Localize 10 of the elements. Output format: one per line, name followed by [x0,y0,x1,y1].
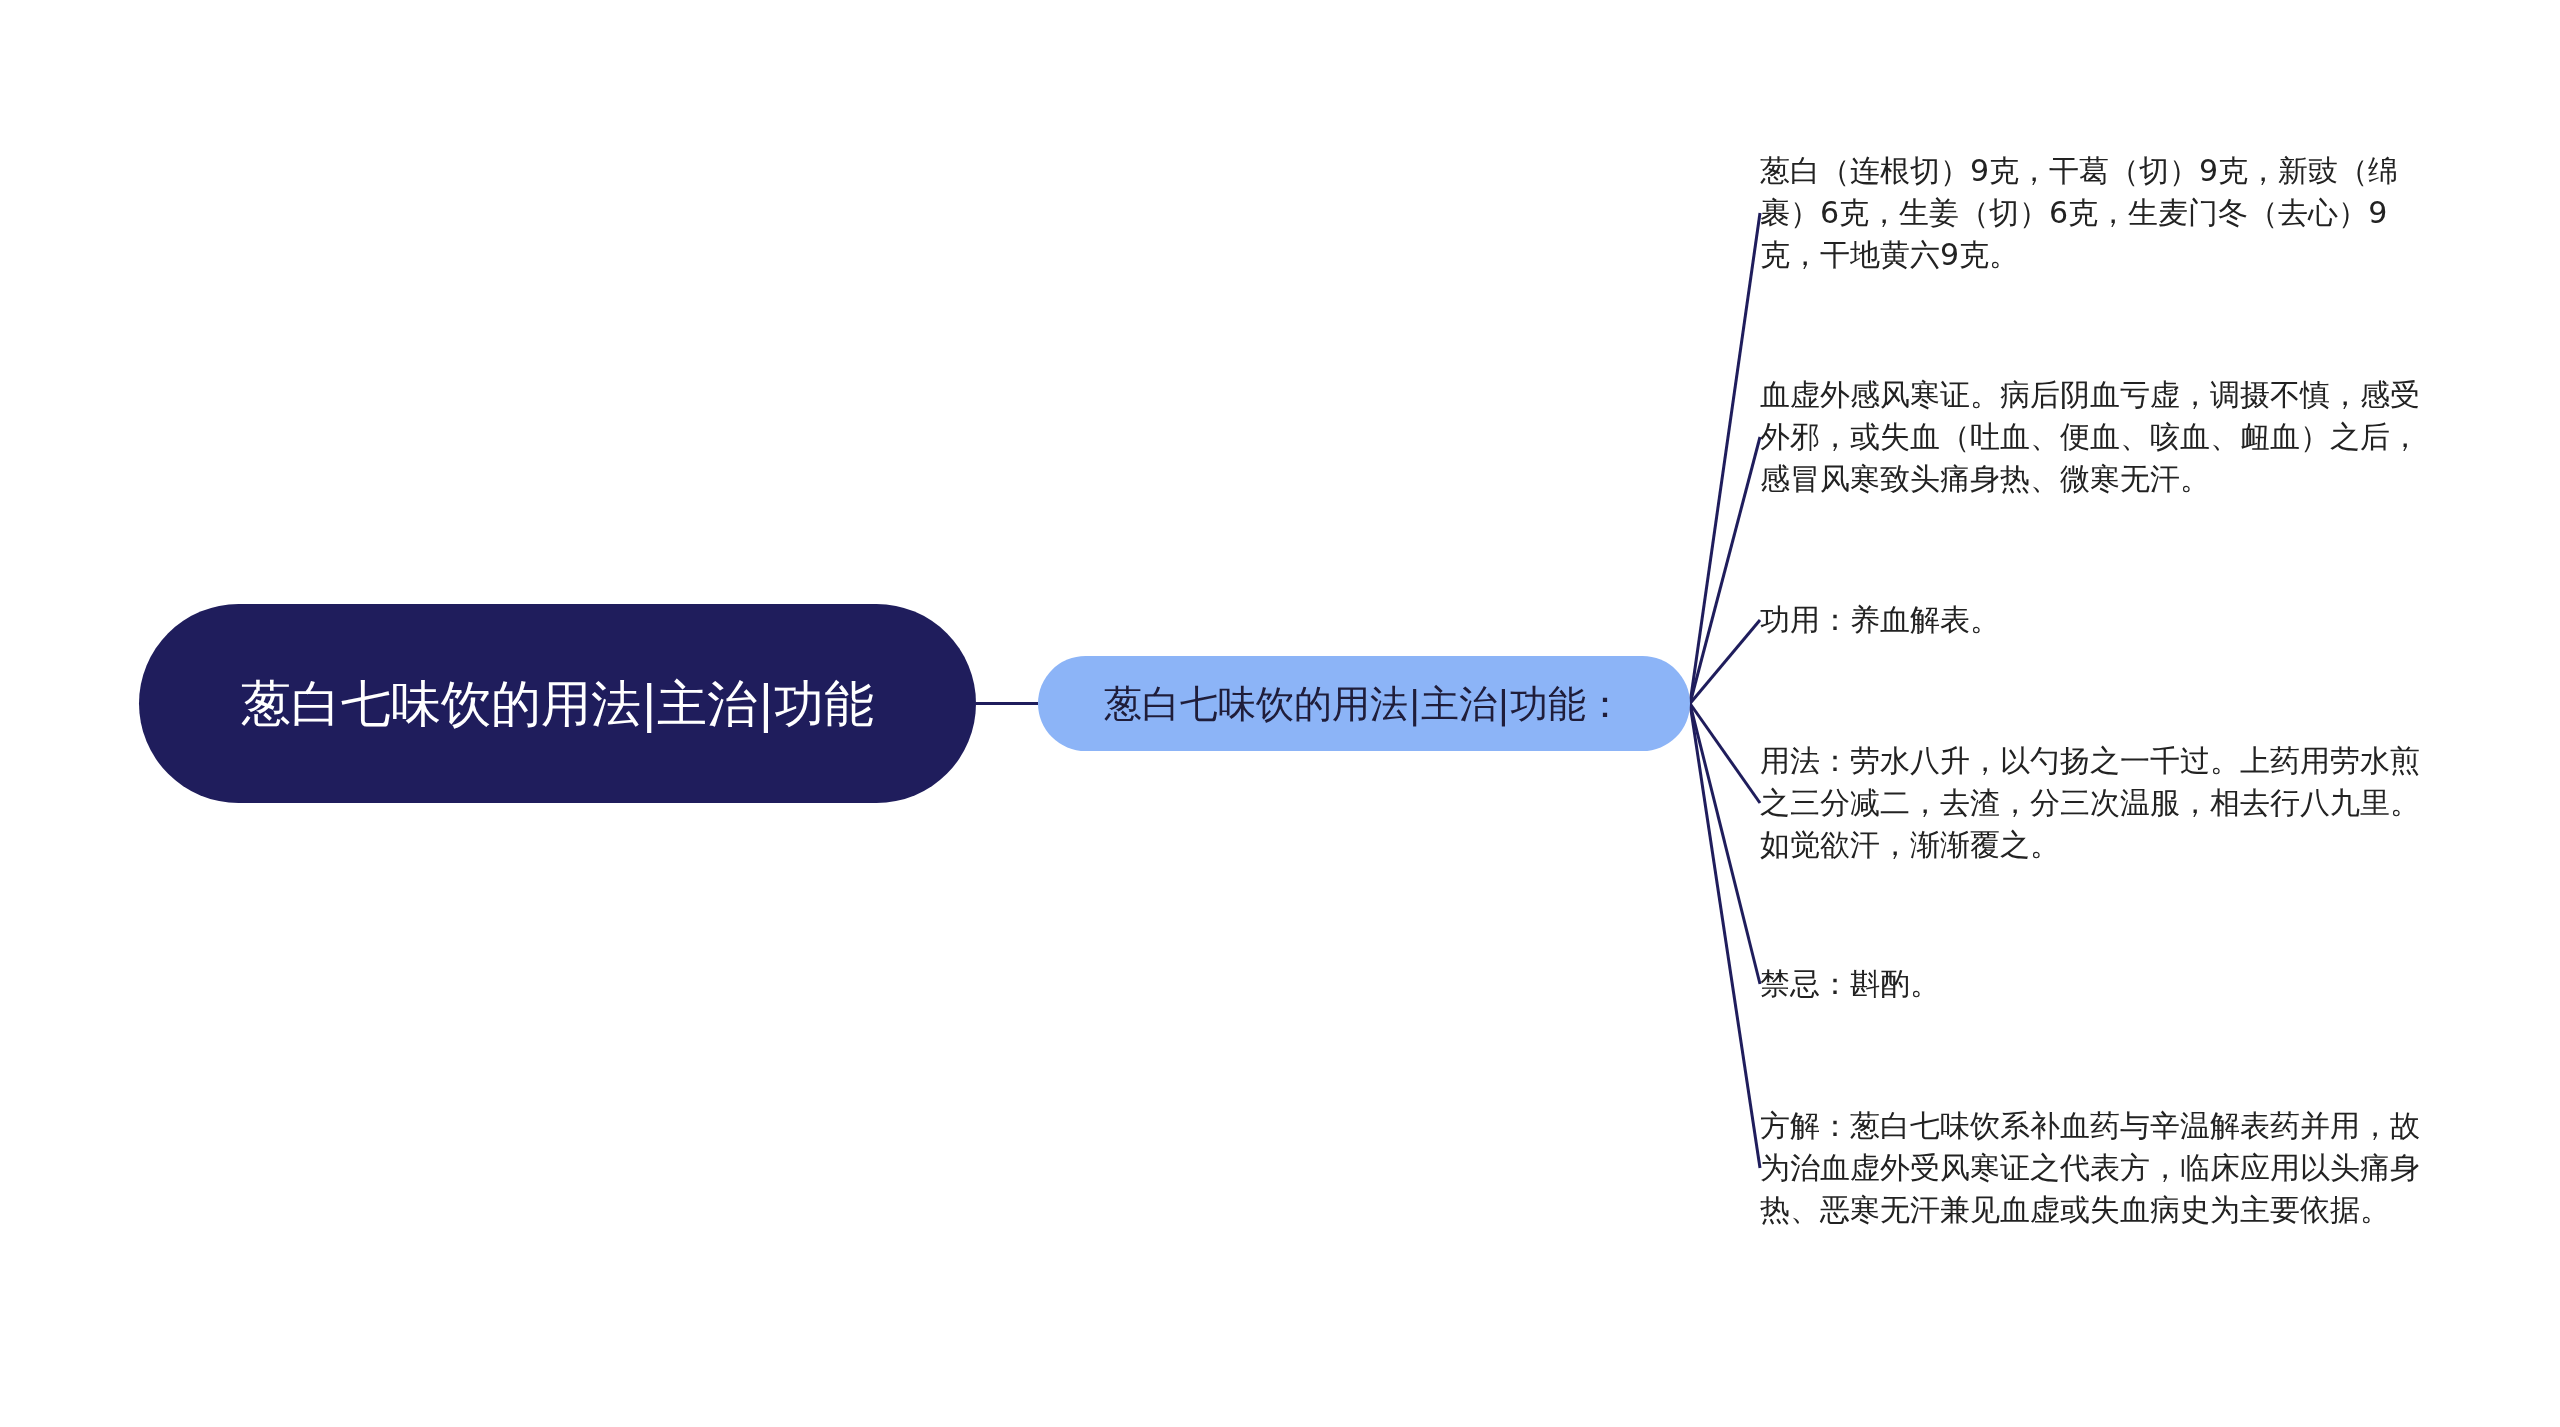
branch-text: 禁忌：斟酌。 [1760,963,2420,1005]
branch-text: 葱白（连根切）9克，干葛（切）9克，新豉（绵裹）6克，生姜（切）6克，生麦门冬（去心）9克，干地黄六9克。 [1760,150,2420,276]
branch-text: 方解：葱白七味饮系补血药与辛温解表药并用，故为治血虚外受风寒证之代表方，临床应用以头痛身热、恶寒无汗兼见血虚或失血病史为主要依据。 [1760,1105,2420,1231]
branch-text: 功用：养血解表。 [1760,599,2420,641]
connector-line [1688,619,1762,705]
connector-line [976,702,1038,705]
subtopic-box: 葱白七味饮的用法|主治|功能： [1038,656,1690,751]
branch-text: 用法：劳水八升，以勺扬之一千过。上药用劳水煎之三分减二，去渣，分三次温服，相去行八九里。如觉欲汗，渐渐覆之。 [1760,740,2420,866]
branch-text: 血虚外感风寒证。病后阴血亏虚，调摄不慎，感受外邪，或失血（吐血、便血、咳血、衄血）之后，感冒风寒致头痛身热、微寒无汗。 [1760,374,2420,500]
central-topic-box: 葱白七味饮的用法|主治|功能 [139,604,976,803]
